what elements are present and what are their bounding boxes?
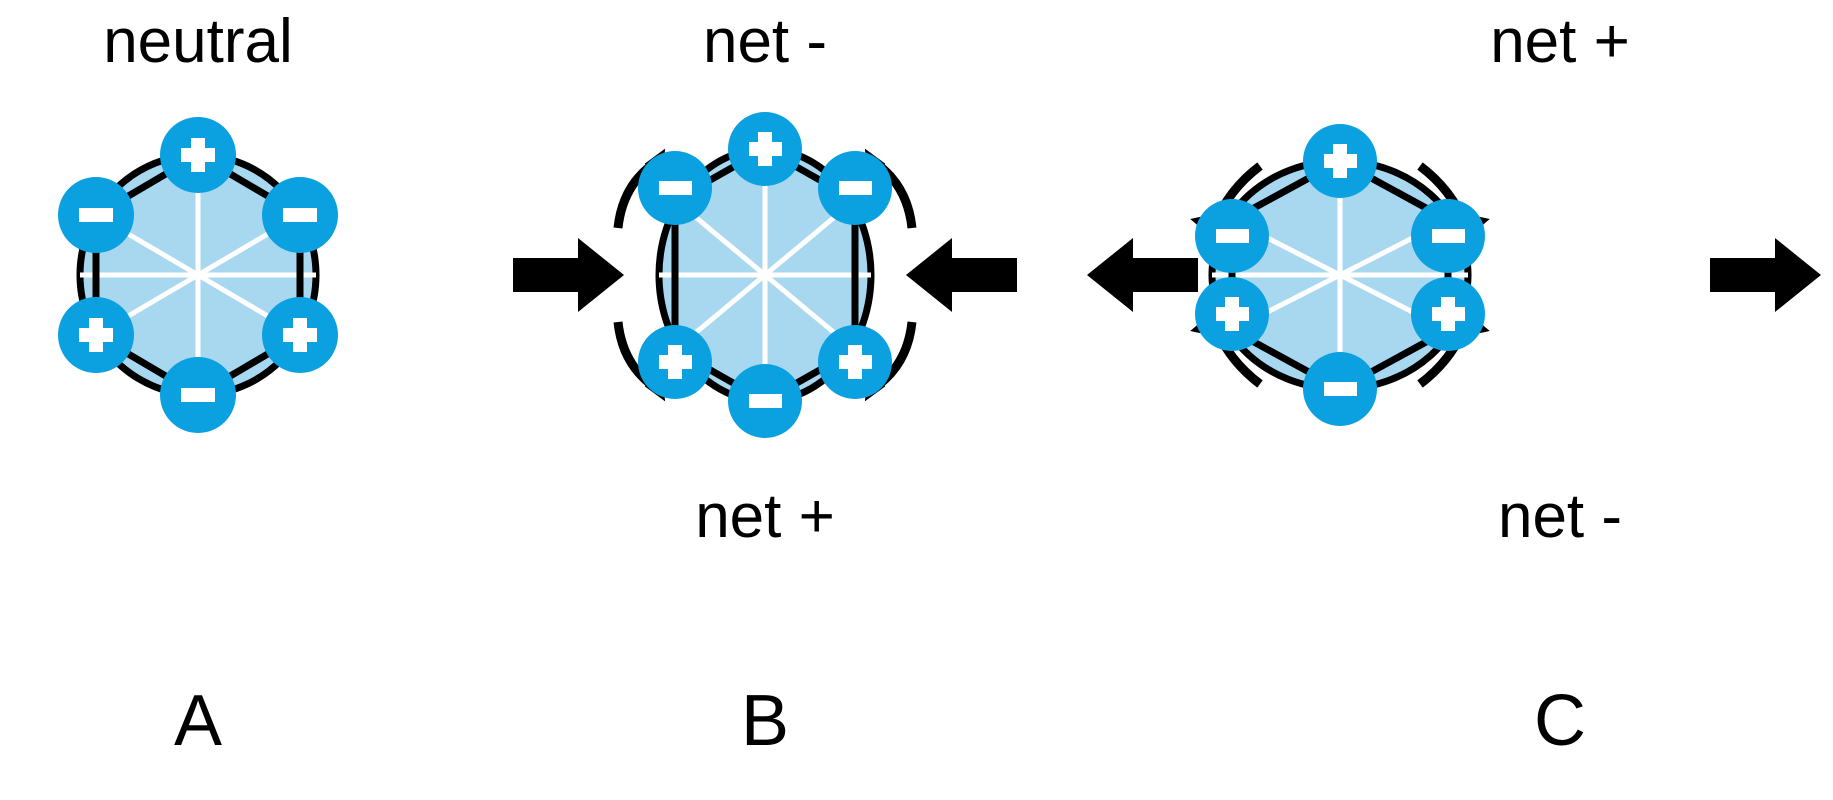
node-plus-lower-right	[262, 297, 338, 373]
node-plus-lower-left	[638, 325, 712, 399]
node-minus-bottom	[160, 357, 236, 433]
panel-c-body	[1195, 124, 1485, 426]
node-minus-upper-right	[818, 151, 892, 225]
panel-c-bottom-label: net -	[1498, 482, 1622, 551]
panel-b-body	[638, 112, 892, 438]
panel-letter-c: C	[1534, 681, 1586, 761]
panel-b: net -	[513, 7, 1017, 761]
panel-letter-b: B	[741, 681, 789, 761]
panel-c-top-label: net +	[1490, 7, 1630, 76]
arrow-right-out-of-c	[1710, 238, 1821, 312]
panel-c-nodes	[1195, 124, 1485, 426]
panel-a: neutral	[58, 7, 338, 761]
node-minus-bottom	[1303, 352, 1377, 426]
node-minus-upper-left	[1195, 199, 1269, 273]
node-plus-top	[160, 117, 236, 193]
node-minus-upper-left	[638, 151, 712, 225]
arrow-left-into-b	[906, 238, 1017, 312]
node-plus-top	[1303, 124, 1377, 198]
panel-c: net +	[1087, 7, 1821, 761]
node-plus-top	[728, 112, 802, 186]
node-minus-upper-right	[262, 177, 338, 253]
node-plus-lower-right	[818, 325, 892, 399]
node-minus-bottom	[728, 364, 802, 438]
node-minus-upper-right	[1411, 199, 1485, 273]
panel-b-bottom-label: net +	[695, 482, 835, 551]
arrow-right-into-b	[513, 238, 624, 312]
arrow-left-out-of-c	[1087, 238, 1198, 312]
panel-a-body	[58, 117, 338, 433]
node-minus-upper-left	[58, 177, 134, 253]
node-plus-lower-left	[58, 297, 134, 373]
panel-b-nodes	[638, 112, 892, 438]
node-plus-lower-left	[1195, 277, 1269, 351]
node-plus-lower-right	[1411, 277, 1485, 351]
panel-b-top-label: net -	[703, 7, 827, 76]
panel-a-top-label: neutral	[103, 7, 293, 76]
panel-a-nodes	[58, 117, 338, 433]
panel-letter-a: A	[174, 681, 222, 761]
